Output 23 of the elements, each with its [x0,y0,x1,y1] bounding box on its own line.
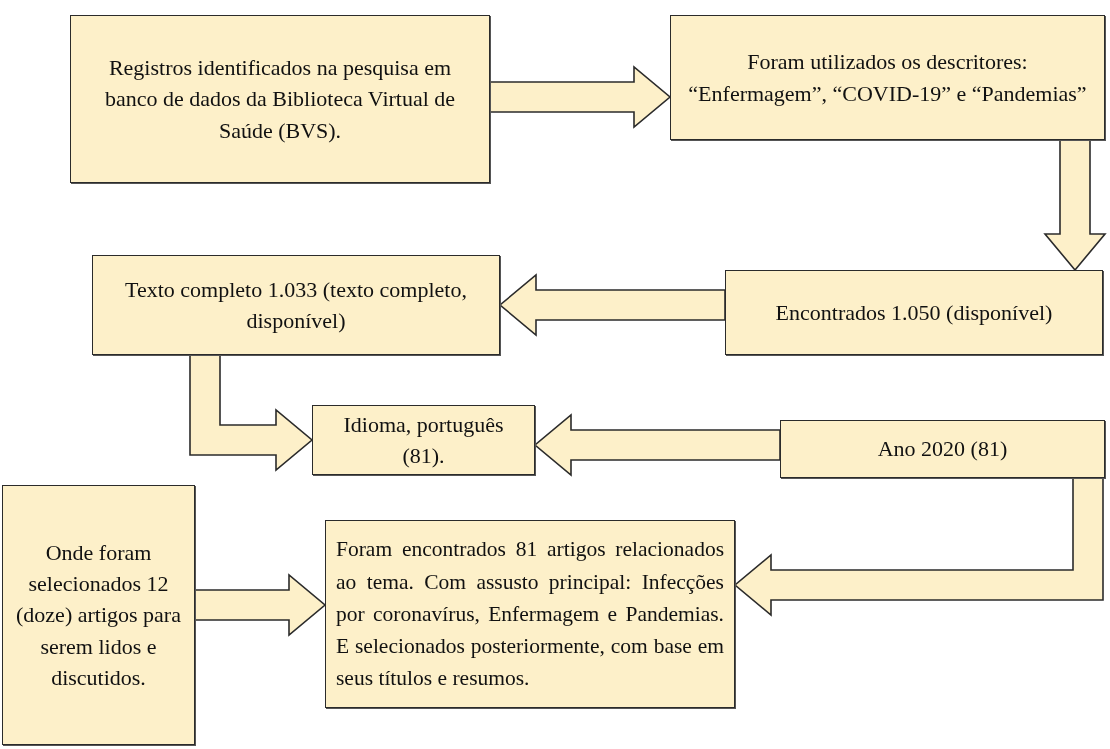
process-box [312,405,535,475]
box-text: Encontrados 1.050 (disponível) [775,298,1053,327]
box-text: Foram utilizados os descritores: “Enfermagem”, “COVID-19” e “Pandemias” [687,48,1088,108]
block-arrow [498,273,726,337]
block-arrow [489,65,672,129]
block-arrow [733,477,1104,617]
block-arrow [189,354,314,472]
process-box [70,15,490,183]
process-box [725,270,1103,355]
box-text: Foram encontrados 81 artigos relacionados ao tema. Com assusto principal: Infecções por coronavírus, Enfermagem e Pandemias. E selecionados posteriormente, com base em seus títulos e resumos. [336,536,724,693]
block-arrow [1043,139,1107,272]
box-text: Ano 2020 (81) [877,435,1008,464]
process-box [670,15,1105,140]
box-text: Registros identificados na pesquisa em banco de dados da Biblioteca Virtual de Saúde (BVS). [103,54,457,145]
process-box [92,255,500,355]
block-arrow [194,573,327,637]
box-text: Onde foram selecionados 12 (doze) artigos para serem lidos e discutidos. [15,538,182,692]
box-text: Idioma, português (81). [342,410,505,470]
box-text: Texto completo 1.033 (texto completo, disponível) [124,275,468,335]
process-box [780,420,1105,478]
block-arrow [533,413,781,477]
process-box [2,485,195,745]
process-box [325,520,735,708]
